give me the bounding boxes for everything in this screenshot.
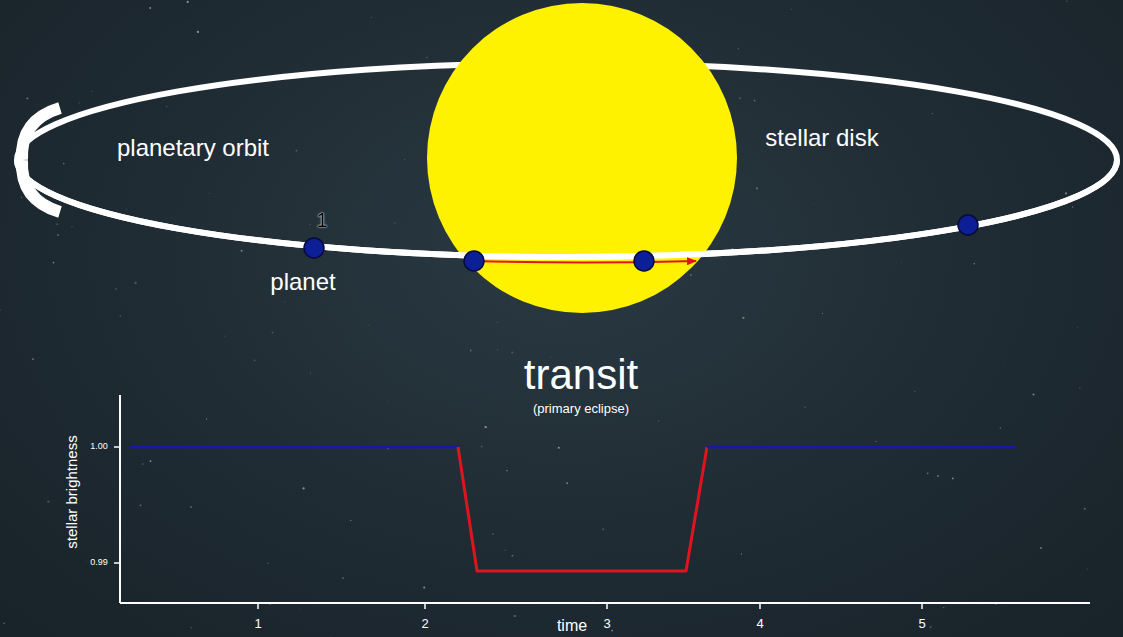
orbit-label: planetary orbit <box>117 135 269 161</box>
x-axis-label: time <box>557 617 587 635</box>
chart-subtitle: (primary eclipse) <box>533 402 629 416</box>
disk-label: stellar disk <box>765 125 878 151</box>
planet-dot <box>464 251 484 271</box>
x-tick <box>424 603 426 609</box>
planet-label: planet <box>270 269 335 295</box>
x-tick-label: 5 <box>918 617 925 631</box>
light-curve-dip <box>458 447 707 571</box>
planet-dot <box>304 238 324 258</box>
x-tick-label: 4 <box>756 617 763 631</box>
chart-title: transit <box>524 352 638 398</box>
y-tick-label: 1.00 <box>90 442 108 452</box>
light-curve-baseline <box>707 446 1015 449</box>
x-tick-label: 1 <box>254 617 261 631</box>
x-tick <box>257 603 259 609</box>
transit-path-arrow <box>474 261 696 263</box>
stellar-disk <box>427 3 737 313</box>
y-tick <box>114 446 120 448</box>
planet-dot <box>634 251 654 271</box>
orbit-front-arc <box>17 160 1117 257</box>
light-curve-baseline <box>130 446 458 449</box>
x-tick <box>606 603 608 609</box>
orbit-shading <box>22 108 60 160</box>
x-tick <box>759 603 761 609</box>
x-tick <box>921 603 923 609</box>
y-axis <box>119 395 121 603</box>
x-axis <box>120 602 1090 604</box>
planet-dot <box>958 215 978 235</box>
y-axis-label: stellar brightness <box>64 435 81 548</box>
y-tick-label: 0.99 <box>90 558 108 568</box>
x-tick-label: 2 <box>421 617 428 631</box>
x-tick-label: 3 <box>603 617 610 631</box>
callout-number: 1 <box>316 209 327 231</box>
y-tick <box>114 562 120 564</box>
